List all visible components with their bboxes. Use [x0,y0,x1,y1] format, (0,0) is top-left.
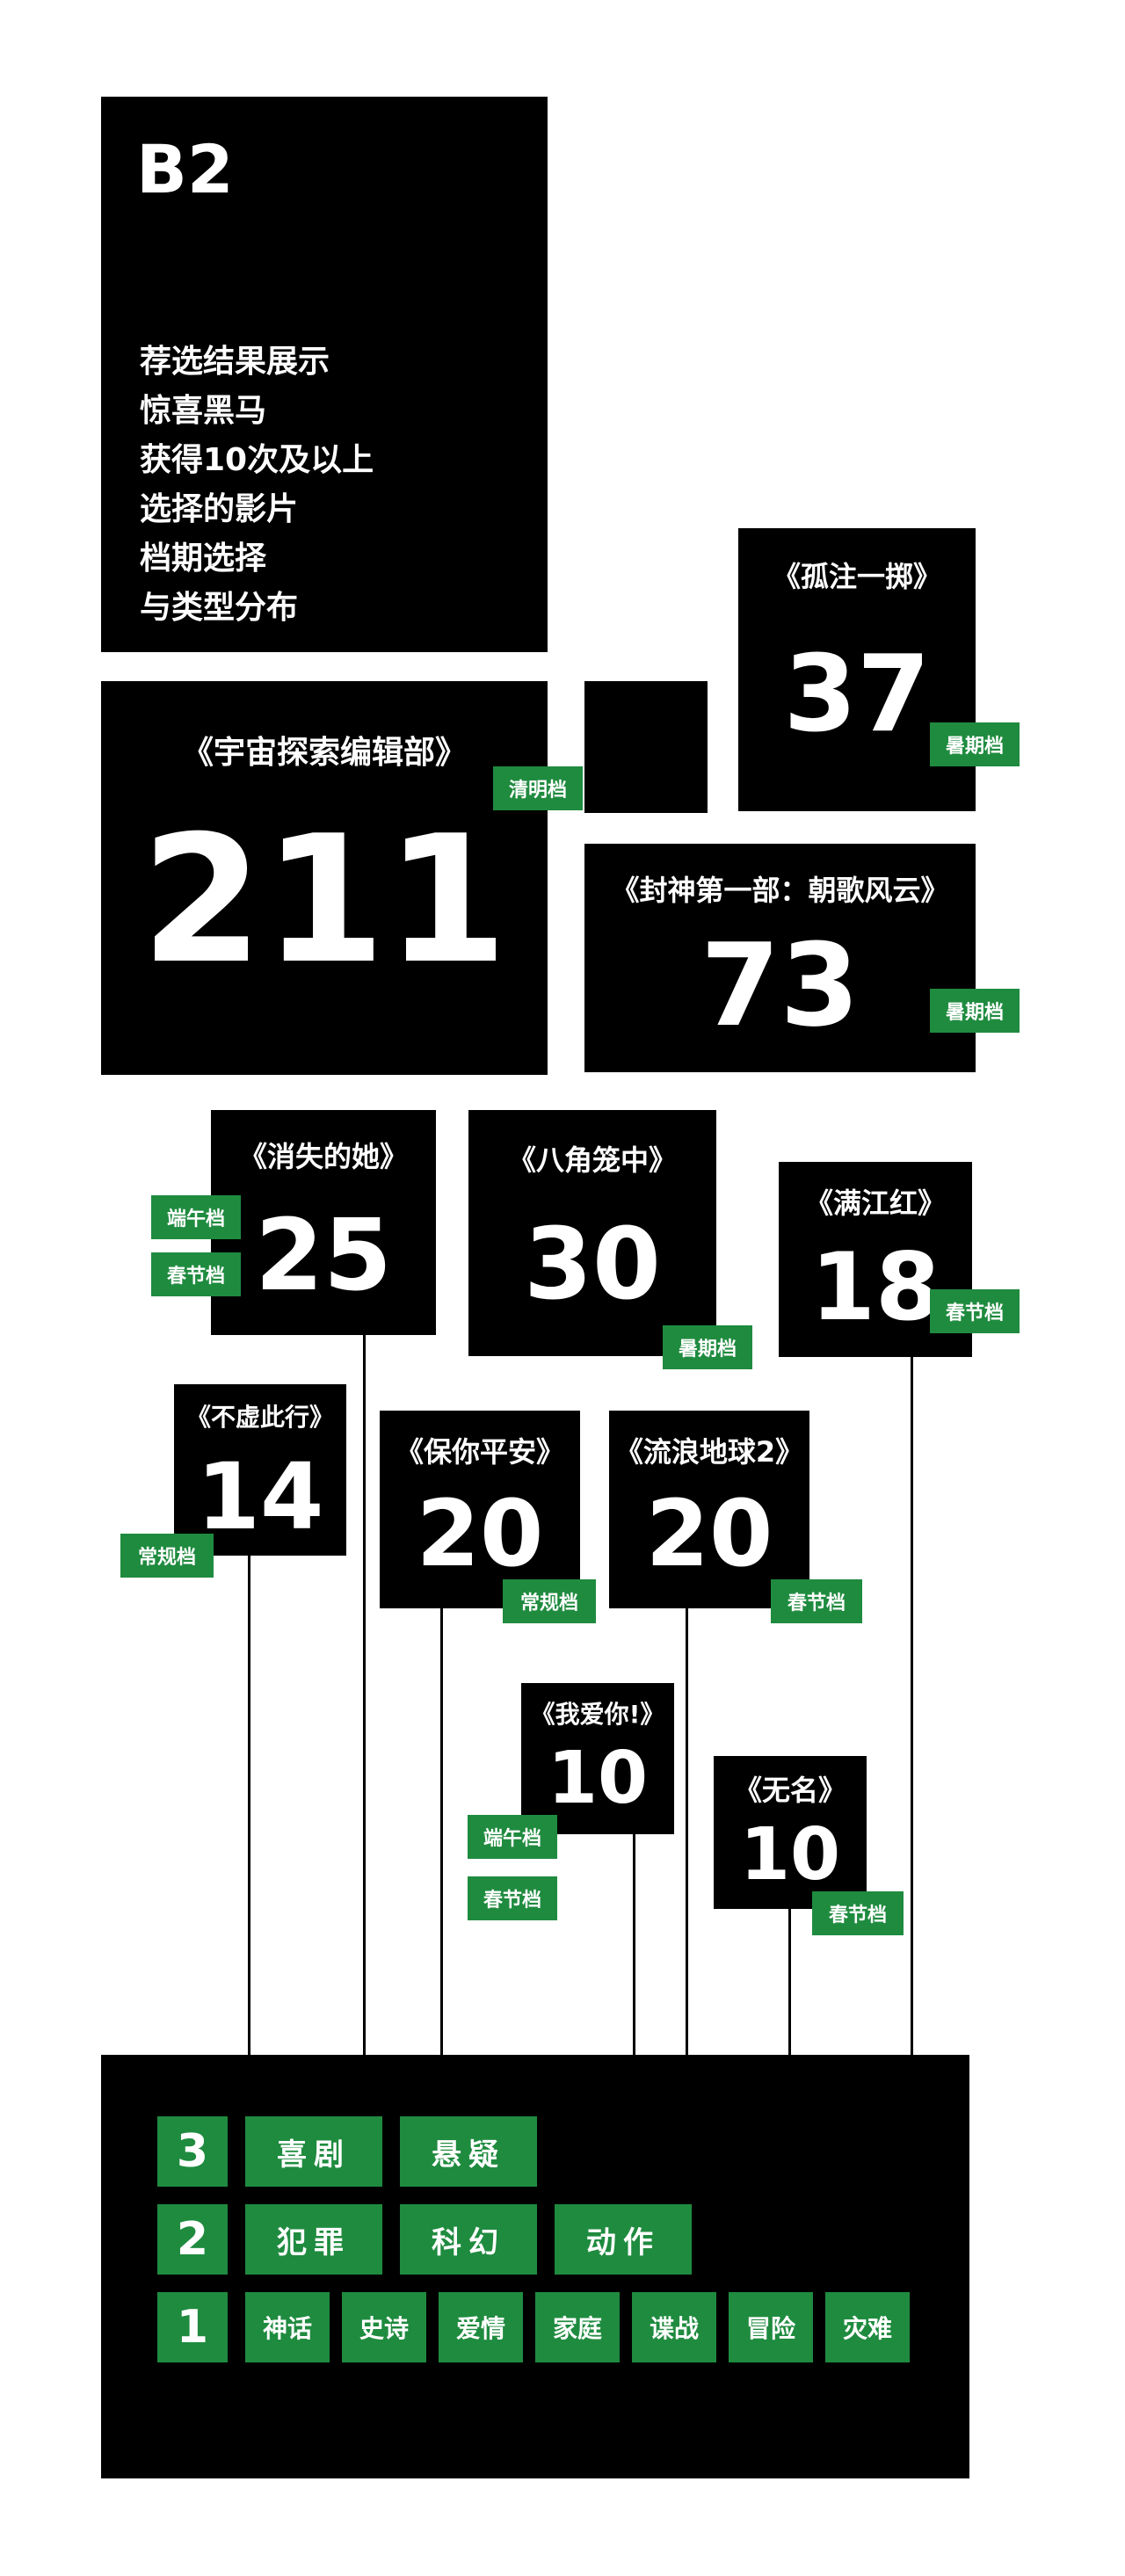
film-count: 14 [196,1443,324,1550]
film-title: 《我爱你!》 [530,1700,665,1729]
connector-line [911,1355,913,2057]
genre-panel: 3 喜剧 悬疑 2 犯罪 科幻 动作 1 神话 史诗 爱情 家庭 谍战 冒险 灾… [101,2055,969,2478]
film-card-octagonal-cage: 《八角笼中》 30 [468,1110,716,1356]
period-tag: 暑期档 [930,989,1020,1033]
genre-count-2: 2 [157,2204,228,2275]
connector-line [633,1832,635,2057]
film-count: 18 [810,1233,940,1341]
film-count: 37 [783,634,931,756]
film-count: 211 [141,798,508,1003]
film-count: 25 [255,1199,392,1313]
period-tag: 常规档 [503,1579,596,1623]
film-count: 20 [645,1480,773,1587]
connector-line [788,1907,791,2057]
film-card-full-river-red: 《满江红》 18 [779,1162,972,1357]
film-card-wandering-earth-2: 《流浪地球2》 20 [609,1411,809,1608]
period-tag: 春节档 [930,1289,1020,1333]
genre-disaster: 灾难 [825,2292,910,2362]
period-tag: 端午档 [468,1815,557,1859]
period-tag: 端午档 [151,1195,241,1239]
period-tag: 春节档 [812,1891,904,1935]
genre-epic: 史诗 [342,2292,426,2362]
film-title: 《孤注一掷》 [772,560,941,593]
header-line-5: 档期选择 [140,541,267,577]
film-card-all-ears: 《不虚此行》 14 [174,1384,346,1556]
film-card-creation-of-gods: 《封神第一部：朝歌风云》 73 [584,844,976,1072]
genre-scifi: 科幻 [400,2204,537,2275]
film-title: 《流浪地球2》 [614,1435,804,1469]
film-card-i-love-you: 《我爱你!》 10 [521,1683,674,1834]
film-count: 30 [524,1208,661,1322]
period-tag: 暑期档 [930,722,1020,766]
genre-family: 家庭 [535,2292,620,2362]
header-line-6: 与类型分布 [140,590,299,626]
period-tag: 暑期档 [663,1325,752,1369]
film-count: 73 [700,918,860,1052]
film-card-no-more-bets: 《孤注一掷》 37 [738,528,976,811]
period-tag: 常规档 [120,1534,214,1578]
period-tag: 清明档 [493,766,583,810]
genre-count-3: 3 [157,2116,228,2187]
period-tag: 春节档 [771,1579,862,1623]
film-card-post-truth: 《保你平安》 20 [380,1411,580,1608]
film-title: 《宇宙探索编辑部》 [181,735,467,771]
genre-espionage: 谍战 [632,2292,716,2362]
film-title: 《保你平安》 [395,1435,564,1469]
film-title: 《封神第一部：朝歌风云》 [611,874,949,907]
film-title: 《无名》 [733,1774,846,1807]
genre-suspense: 悬疑 [400,2116,537,2187]
header-line-3: 获得10次及以上 [140,442,374,478]
decorative-square [584,681,708,813]
genre-romance: 爱情 [439,2292,523,2362]
period-tag: 春节档 [468,1876,557,1920]
genre-comedy: 喜剧 [245,2116,382,2187]
film-card-hidden-blade: 《无名》 10 [714,1756,867,1909]
film-count: 20 [416,1480,544,1587]
connector-line [440,1607,443,2057]
header-code: B2 [136,130,234,208]
film-count: 10 [547,1737,649,1820]
connector-line [363,1332,366,2057]
period-tag: 春节档 [151,1252,241,1296]
header-line-4: 选择的影片 [140,491,299,527]
film-count: 10 [739,1813,841,1897]
connector-line [248,1554,250,2057]
genre-crime: 犯罪 [245,2204,382,2275]
genre-myth: 神话 [245,2292,330,2362]
film-card-universe: 《宇宙探索编辑部》 211 [101,681,548,1075]
genre-action: 动作 [555,2204,692,2275]
header-panel: B2 荐选结果展示 惊喜黑马 获得10次及以上 选择的影片 档期选择 与类型分布 [101,97,548,652]
header-line-1: 荐选结果展示 [140,344,330,380]
genre-adventure: 冒险 [729,2292,813,2362]
film-card-lost-in-the-stars: 《消失的她》 25 [211,1110,436,1335]
film-title: 《八角笼中》 [507,1143,677,1177]
film-title: 《不虚此行》 [185,1403,334,1432]
genre-count-1: 1 [157,2292,228,2362]
film-title: 《满江红》 [804,1186,946,1220]
connector-line [686,1607,688,2057]
film-title: 《消失的她》 [238,1140,408,1173]
header-line-2: 惊喜黑马 [140,393,267,429]
